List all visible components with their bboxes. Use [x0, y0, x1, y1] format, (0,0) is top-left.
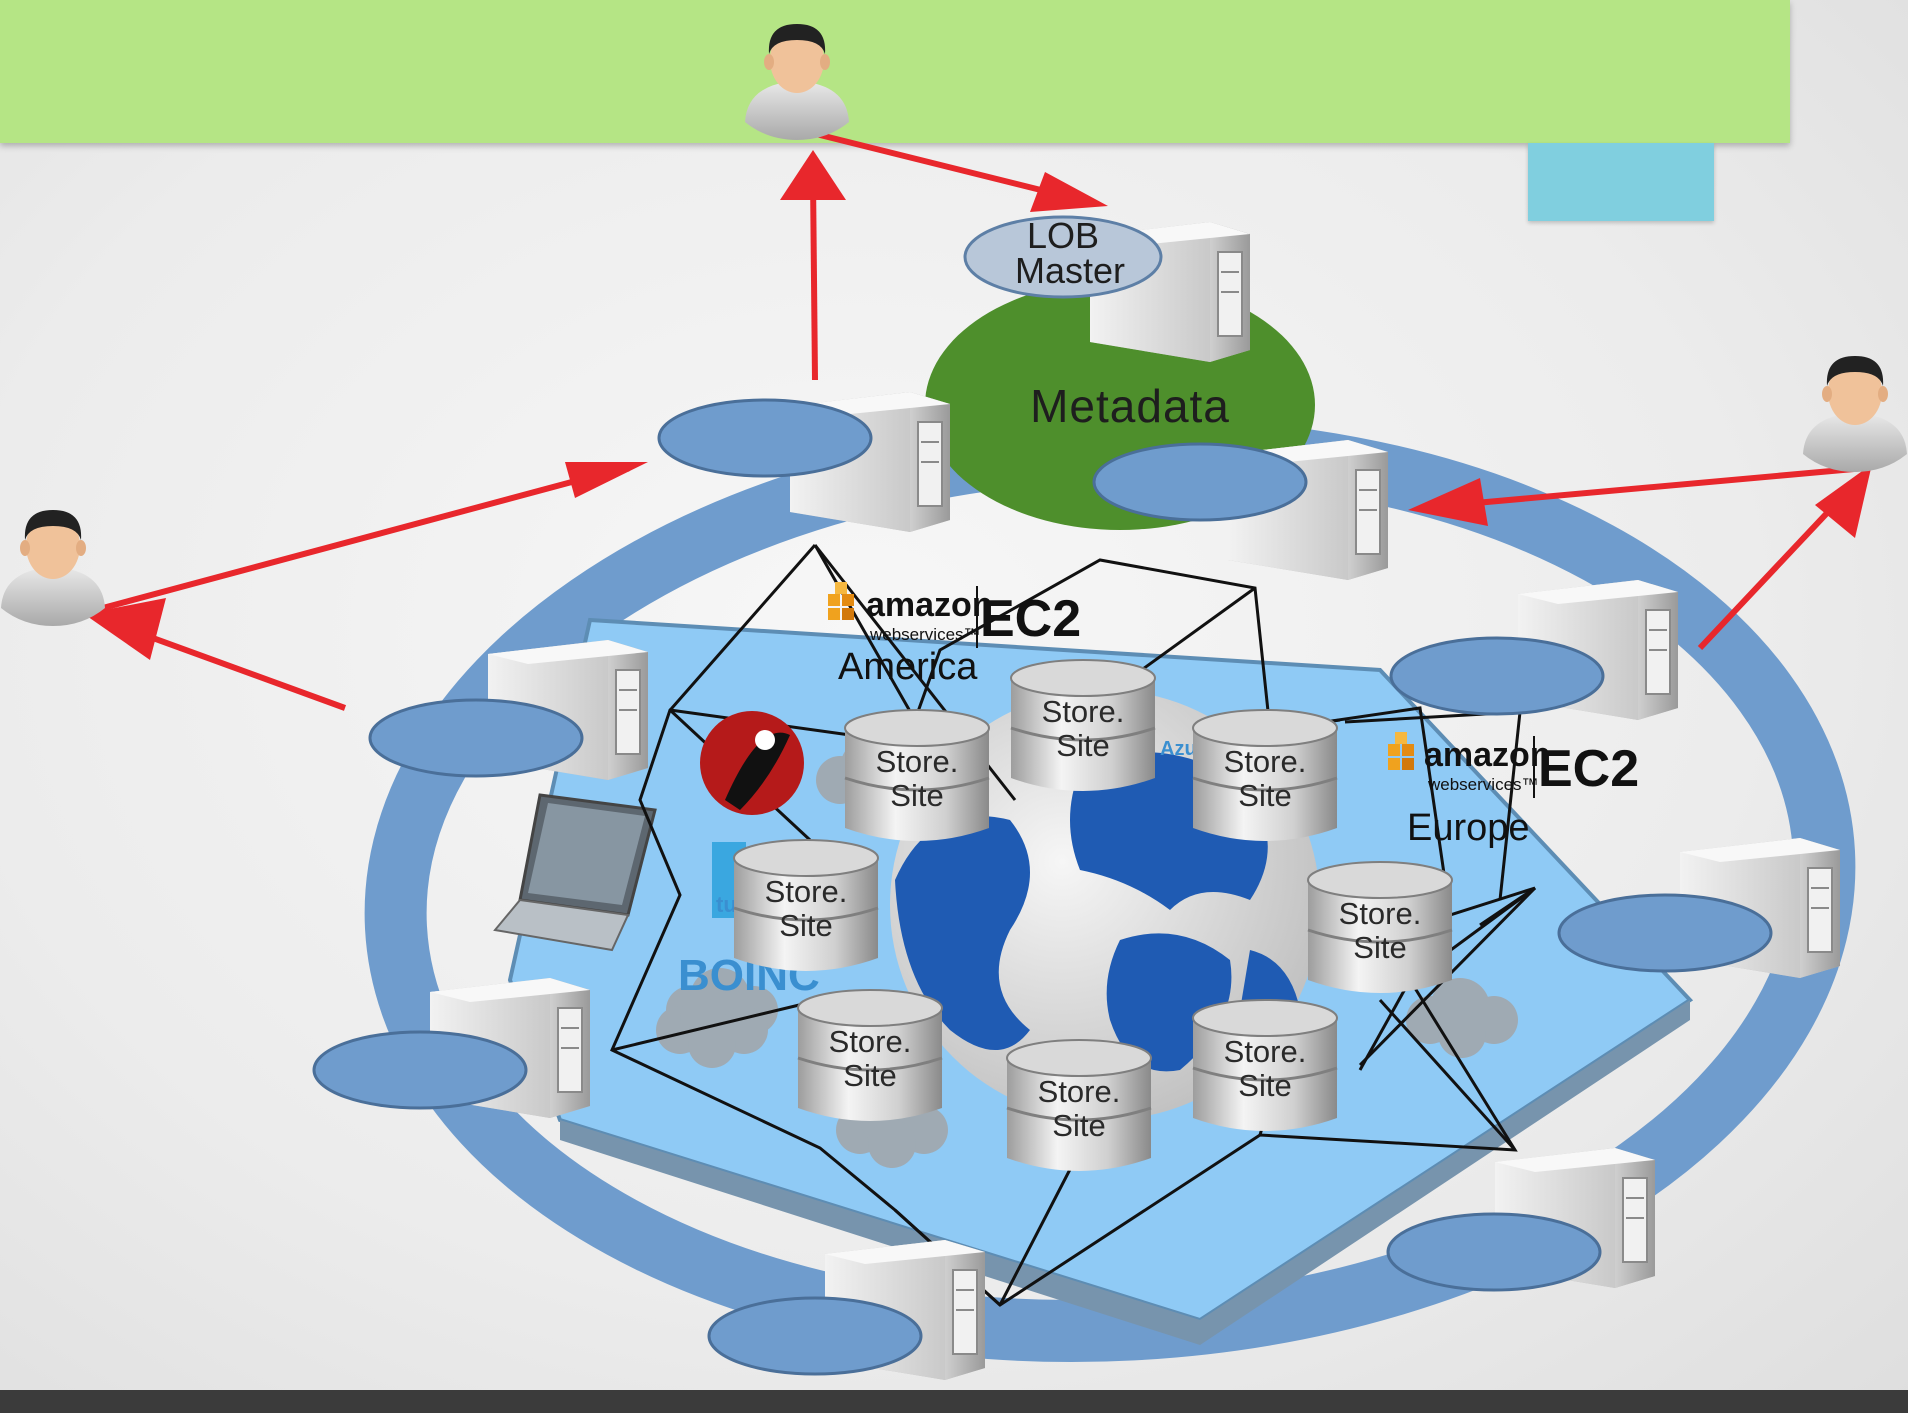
- store-site-line1: Store.: [1224, 744, 1307, 779]
- aws-brand: amazon: [866, 586, 993, 624]
- store-site-line1: Store.: [829, 1024, 912, 1059]
- arrow-head: [780, 150, 846, 200]
- aws-brand: amazon: [1424, 736, 1551, 774]
- arrow-head: [1030, 172, 1108, 212]
- store-site-line1: Store.: [1042, 694, 1125, 729]
- lob-master-line2: Master: [1015, 250, 1125, 291]
- store-site-2: Store. Site: [1010, 659, 1156, 791]
- aws-ec2: EC2: [1538, 740, 1639, 798]
- arrow-head: [565, 462, 648, 498]
- arrow-head: [1815, 464, 1872, 538]
- metadata-label: Metadata: [1030, 380, 1230, 432]
- store-site-3: Store. Site: [1192, 709, 1338, 841]
- laptop-screen: [528, 803, 645, 905]
- user-right-icon: [1803, 356, 1907, 472]
- globe-continent: [895, 816, 1030, 1050]
- store-site-line2: Site: [843, 1058, 896, 1093]
- store-site-4: Store. Site: [733, 839, 879, 971]
- lob-master-line1: LOB: [1027, 215, 1099, 256]
- aws-sub: webservices™: [869, 625, 981, 644]
- tu-logo-text: tu: [716, 892, 737, 917]
- store-site-line1: Store.: [1224, 1034, 1307, 1069]
- store-site-8: Store. Site: [1006, 1039, 1152, 1171]
- azure-logo: Azu: [1160, 738, 1197, 760]
- footer-bar: [0, 1390, 1908, 1413]
- store-site-line2: Site: [779, 908, 832, 943]
- ring-server-1: [657, 391, 951, 533]
- store-site-5: Store. Site: [1307, 861, 1453, 993]
- ring-server-4: [1557, 837, 1841, 979]
- cyan-box: [1528, 143, 1714, 221]
- arrow-head: [84, 598, 166, 660]
- store-site-line1: Store.: [1339, 896, 1422, 931]
- ring-server-2: [1092, 439, 1389, 581]
- aws-ec2: EC2: [980, 590, 1081, 648]
- store-site-line1: Store.: [1038, 1074, 1121, 1109]
- store-site-line2: Site: [1353, 930, 1406, 965]
- region-europe: Europe: [1407, 807, 1530, 849]
- aws-america-logo: amazon webservices™ EC2: [828, 582, 1081, 648]
- user-left-icon: [1, 510, 105, 626]
- aws-europe-logo: amazon webservices™ EC2: [1388, 732, 1639, 798]
- store-site-line2: Site: [1238, 778, 1291, 813]
- ring-server-8: [368, 639, 649, 781]
- store-site-7: Store. Site: [1192, 999, 1338, 1131]
- store-site-line2: Site: [1052, 1108, 1105, 1143]
- store-site-line1: Store.: [876, 744, 959, 779]
- ring-server-7: [312, 977, 591, 1119]
- arrow-head: [1408, 478, 1488, 526]
- store-site-6: Store. Site: [797, 989, 943, 1121]
- store-site-1: Store. Site: [844, 709, 990, 841]
- aws-sub: webservices™: [1427, 775, 1539, 794]
- ring-server-3: [1389, 579, 1679, 721]
- store-site-line1: Store.: [765, 874, 848, 909]
- store-site-line2: Site: [1238, 1068, 1291, 1103]
- user-top-icon: [745, 24, 849, 140]
- ring-server-6: [707, 1239, 986, 1381]
- region-america: America: [838, 646, 978, 688]
- store-site-line2: Site: [1056, 728, 1109, 763]
- laptop-keyboard: [493, 898, 630, 952]
- top-banner: [0, 0, 1790, 143]
- store-site-line2: Site: [890, 778, 943, 813]
- ring-server-5: [1386, 1147, 1656, 1292]
- hp-logo: [700, 711, 804, 815]
- lob-master-badge: [963, 215, 1163, 299]
